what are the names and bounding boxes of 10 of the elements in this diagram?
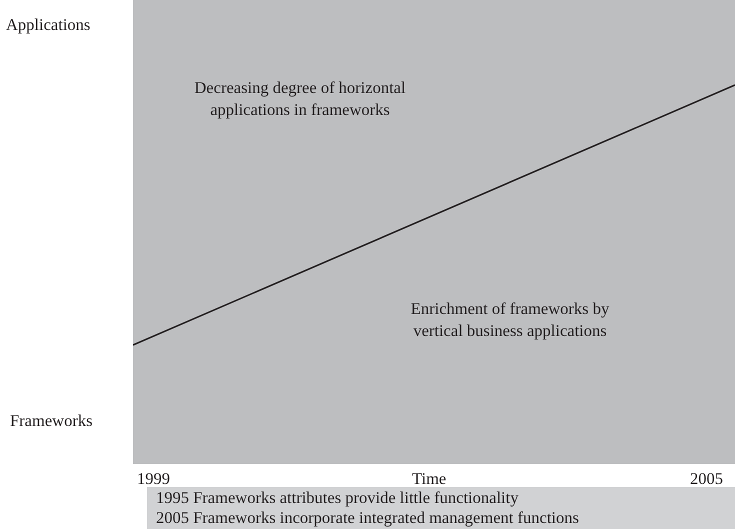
axis-label: Applications [6,14,90,36]
axis-label: Time [412,468,446,490]
axis-label: Frameworks [10,410,92,432]
axis-label: 1999 [137,468,170,490]
note-text: 1995 Frameworks attributes provide little functionality [156,488,520,508]
note-text: 2005 Frameworks incorporate integrated management functions [156,508,580,528]
annotation-text: Enrichment of frameworks by vertical business applications [410,298,610,342]
annotation-text: Decreasing degree of horizontal applications in frameworks [193,77,407,121]
note-box [147,487,735,529]
axis-label: 2005 [690,468,723,490]
